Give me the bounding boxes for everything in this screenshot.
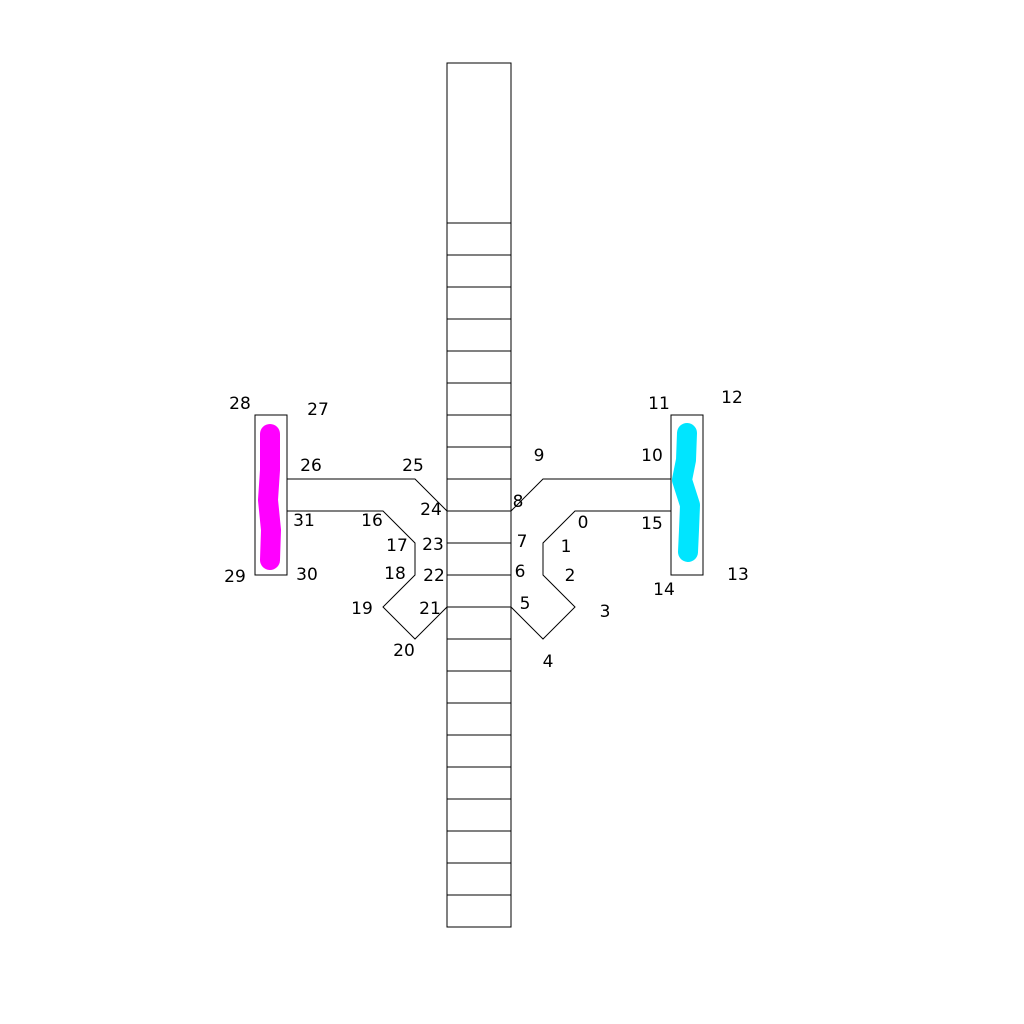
right-upper-arm <box>510 478 671 512</box>
vertex-label-17: 17 <box>386 536 408 556</box>
ladder-column <box>446 62 512 928</box>
vertex-label-29: 29 <box>224 567 246 587</box>
vertex-label-9: 9 <box>534 446 545 466</box>
ladder-rungs <box>447 222 511 896</box>
vertex-label-7: 7 <box>517 532 528 552</box>
left-highlight-stroke <box>258 424 281 570</box>
vertex-label-31: 31 <box>293 511 315 531</box>
vertex-label-24: 24 <box>420 500 442 520</box>
vertex-label-2: 2 <box>565 566 576 586</box>
vertex-label-3: 3 <box>600 602 611 622</box>
left-upper-arm <box>287 478 448 512</box>
vertex-label-12: 12 <box>721 388 743 408</box>
vertex-label-21: 21 <box>419 599 441 619</box>
vertex-label-0: 0 <box>578 513 589 533</box>
vertex-label-8: 8 <box>513 492 524 512</box>
vertex-labels: 0 1 2 3 4 5 6 7 8 9 10 11 12 13 14 15 16… <box>224 388 749 672</box>
vertex-label-18: 18 <box>384 564 406 584</box>
right-end-block <box>670 414 704 576</box>
vertex-label-4: 4 <box>543 652 554 672</box>
vertex-label-5: 5 <box>520 594 531 614</box>
vertex-label-13: 13 <box>727 565 749 585</box>
right-bracket <box>510 414 704 640</box>
vertex-label-19: 19 <box>351 599 373 619</box>
vertex-label-11: 11 <box>648 394 670 414</box>
vertex-label-10: 10 <box>641 446 663 466</box>
vertex-label-23: 23 <box>422 535 444 555</box>
vertex-label-26: 26 <box>300 456 322 476</box>
vertex-label-20: 20 <box>393 641 415 661</box>
vertex-label-27: 27 <box>307 400 329 420</box>
vertex-label-25: 25 <box>402 456 424 476</box>
left-lower-arm <box>287 510 448 640</box>
ladder-frame <box>446 62 512 928</box>
vertex-label-30: 30 <box>296 565 318 585</box>
vertex-label-6: 6 <box>515 562 526 582</box>
vertex-label-15: 15 <box>641 514 663 534</box>
vertex-label-14: 14 <box>653 580 675 600</box>
left-end-block <box>254 414 288 576</box>
vertex-label-16: 16 <box>361 511 383 531</box>
vertex-label-22: 22 <box>423 566 445 586</box>
right-highlight-stroke <box>672 423 700 562</box>
left-bracket <box>254 414 448 640</box>
vertex-label-28: 28 <box>229 394 251 414</box>
vertex-label-1: 1 <box>561 537 572 557</box>
right-lower-arm <box>510 510 671 640</box>
